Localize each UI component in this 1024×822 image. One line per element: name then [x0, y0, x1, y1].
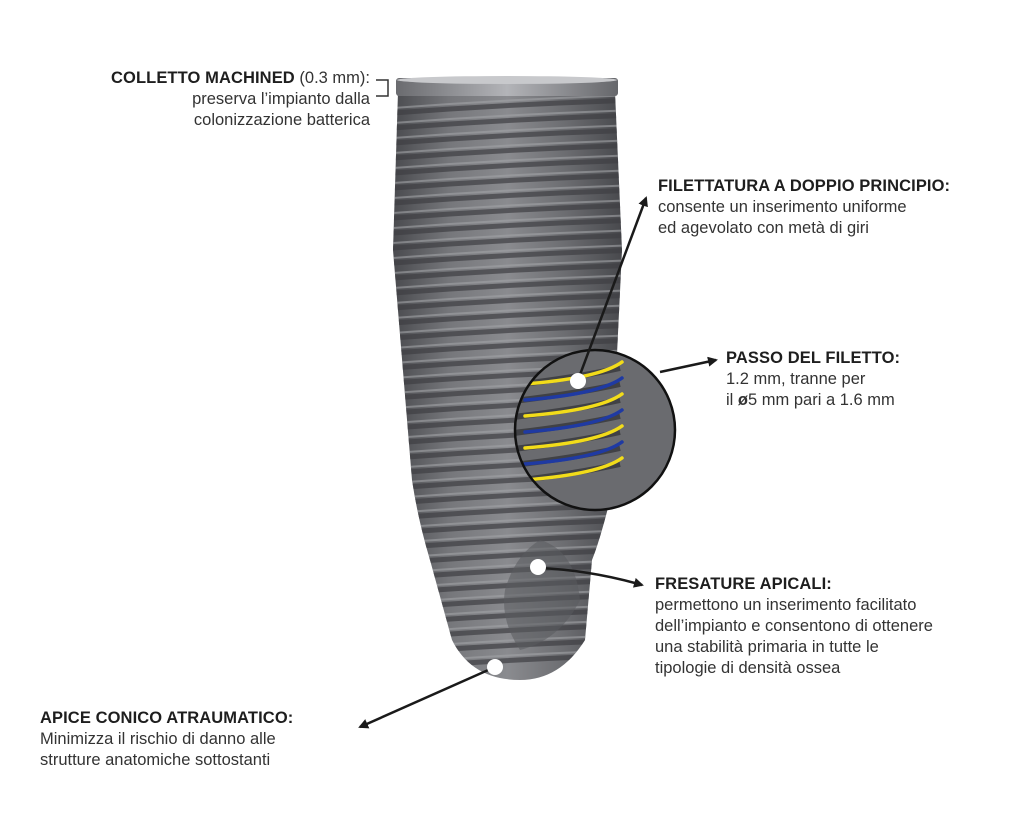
pitch-line1: 1.2 mm, tranne per: [726, 370, 866, 388]
thread-highlight: [393, 199, 622, 215]
apex-title: APICE CONICO ATRAUMATICO:: [40, 709, 294, 727]
apical-line1: permettono un inserimento facilitato: [655, 596, 917, 614]
thread-line2: ed agevolato con metà di giri: [658, 219, 869, 237]
pitch-title: PASSO DEL FILETTO:: [726, 349, 901, 367]
pitch-diameter-symbol: ø: [737, 391, 749, 409]
collar-label: COLLETTO MACHINED (0.3 mm): preserva l’i…: [70, 68, 370, 131]
thread-ridge: [393, 277, 622, 297]
thread-ridge: [393, 142, 622, 162]
pitch-line2-prefix: il: [726, 391, 738, 409]
pitch-label: PASSO DEL FILETTO: 1.2 mm, tranne per il…: [726, 348, 1016, 411]
blue-thread-line: [523, 376, 624, 402]
apical-line2: dell’impianto e consentono di ottenere: [655, 617, 933, 635]
blue-thread-line: [523, 440, 624, 466]
yellow-thread-line: [523, 392, 624, 418]
pitch-arrow: [659, 356, 718, 374]
thread-pitch-magnifier: [513, 348, 677, 512]
apex-line1: Minimizza il rischio di danno alle: [40, 730, 276, 748]
callout-dots: [487, 373, 586, 675]
thread-ridge: [393, 307, 622, 327]
apical-line4: tipologie di densità ossea: [655, 659, 841, 677]
apical-title: FRESATURE APICALI:: [655, 575, 832, 593]
thread-ridge: [393, 187, 622, 207]
apical-line3: una stabilità primaria in tutte le: [655, 638, 879, 656]
thread-highlight: [393, 274, 622, 290]
apex-arrow: [358, 665, 496, 729]
thread-highlight: [393, 139, 622, 155]
thread-line1: consente un inserimento uniforme: [658, 198, 907, 216]
thread-ridge: [393, 232, 622, 252]
thread-highlight: [393, 259, 622, 275]
apex-dot: [487, 659, 503, 675]
thread-highlight: [393, 109, 622, 125]
thread-ridge: [393, 292, 622, 312]
thread-ridge: [393, 157, 622, 177]
collar-title: COLLETTO MACHINED: [111, 69, 295, 87]
yellow-thread-line: [523, 360, 624, 386]
collar-line1: preserva l’impianto dalla: [192, 90, 370, 108]
collar-bracket: [376, 79, 389, 97]
thread-ridge: [393, 322, 622, 342]
thread-ridge: [393, 247, 622, 267]
thread-highlight: [393, 214, 622, 230]
thread-title: FILETTATURA A DOPPIO PRINCIPIO:: [658, 177, 951, 195]
apical-dot: [530, 559, 546, 575]
thread-highlight: [393, 334, 622, 350]
apex-line2: strutture anatomiche sottostanti: [40, 751, 271, 769]
thread-highlight: [393, 154, 622, 170]
thread-highlight: [393, 319, 622, 335]
thread-ridge: [393, 172, 622, 192]
apical-label: FRESATURE APICALI: permettono un inserim…: [655, 574, 1015, 679]
thread-dot: [570, 373, 586, 389]
callout-arrows: [358, 196, 718, 729]
apex-label: APICE CONICO ATRAUMATICO: Minimizza il r…: [40, 708, 400, 771]
thread-ridge: [393, 262, 622, 282]
thread-ridge: [393, 217, 622, 237]
thread-highlight: [393, 124, 622, 140]
thread-highlight: [393, 169, 622, 185]
thread-ridge: [393, 202, 622, 222]
thread-label: FILETTATURA A DOPPIO PRINCIPIO: consente…: [658, 176, 1018, 239]
apical-arrow: [537, 566, 644, 588]
thread-arrow: [576, 196, 648, 381]
thread-highlight: [393, 94, 622, 110]
thread-highlight: [393, 244, 622, 260]
thread-ridge: [393, 127, 622, 147]
machined-collar: [396, 76, 618, 96]
thread-highlight: [393, 289, 622, 305]
yellow-thread-line: [523, 456, 624, 482]
collar-line2: colonizzazione batterica: [193, 111, 370, 129]
yellow-thread-line: [523, 424, 624, 450]
thread-ridge: [393, 337, 622, 357]
thread-ridge: [393, 97, 622, 117]
thread-highlight: [393, 184, 622, 200]
thread-highlight: [393, 229, 622, 245]
blue-thread-line: [523, 408, 624, 434]
pitch-line2-rest: 5 mm pari a 1.6 mm: [748, 391, 895, 409]
thread-ridge: [393, 112, 622, 132]
collar-suffix: (0.3 mm):: [294, 69, 370, 87]
